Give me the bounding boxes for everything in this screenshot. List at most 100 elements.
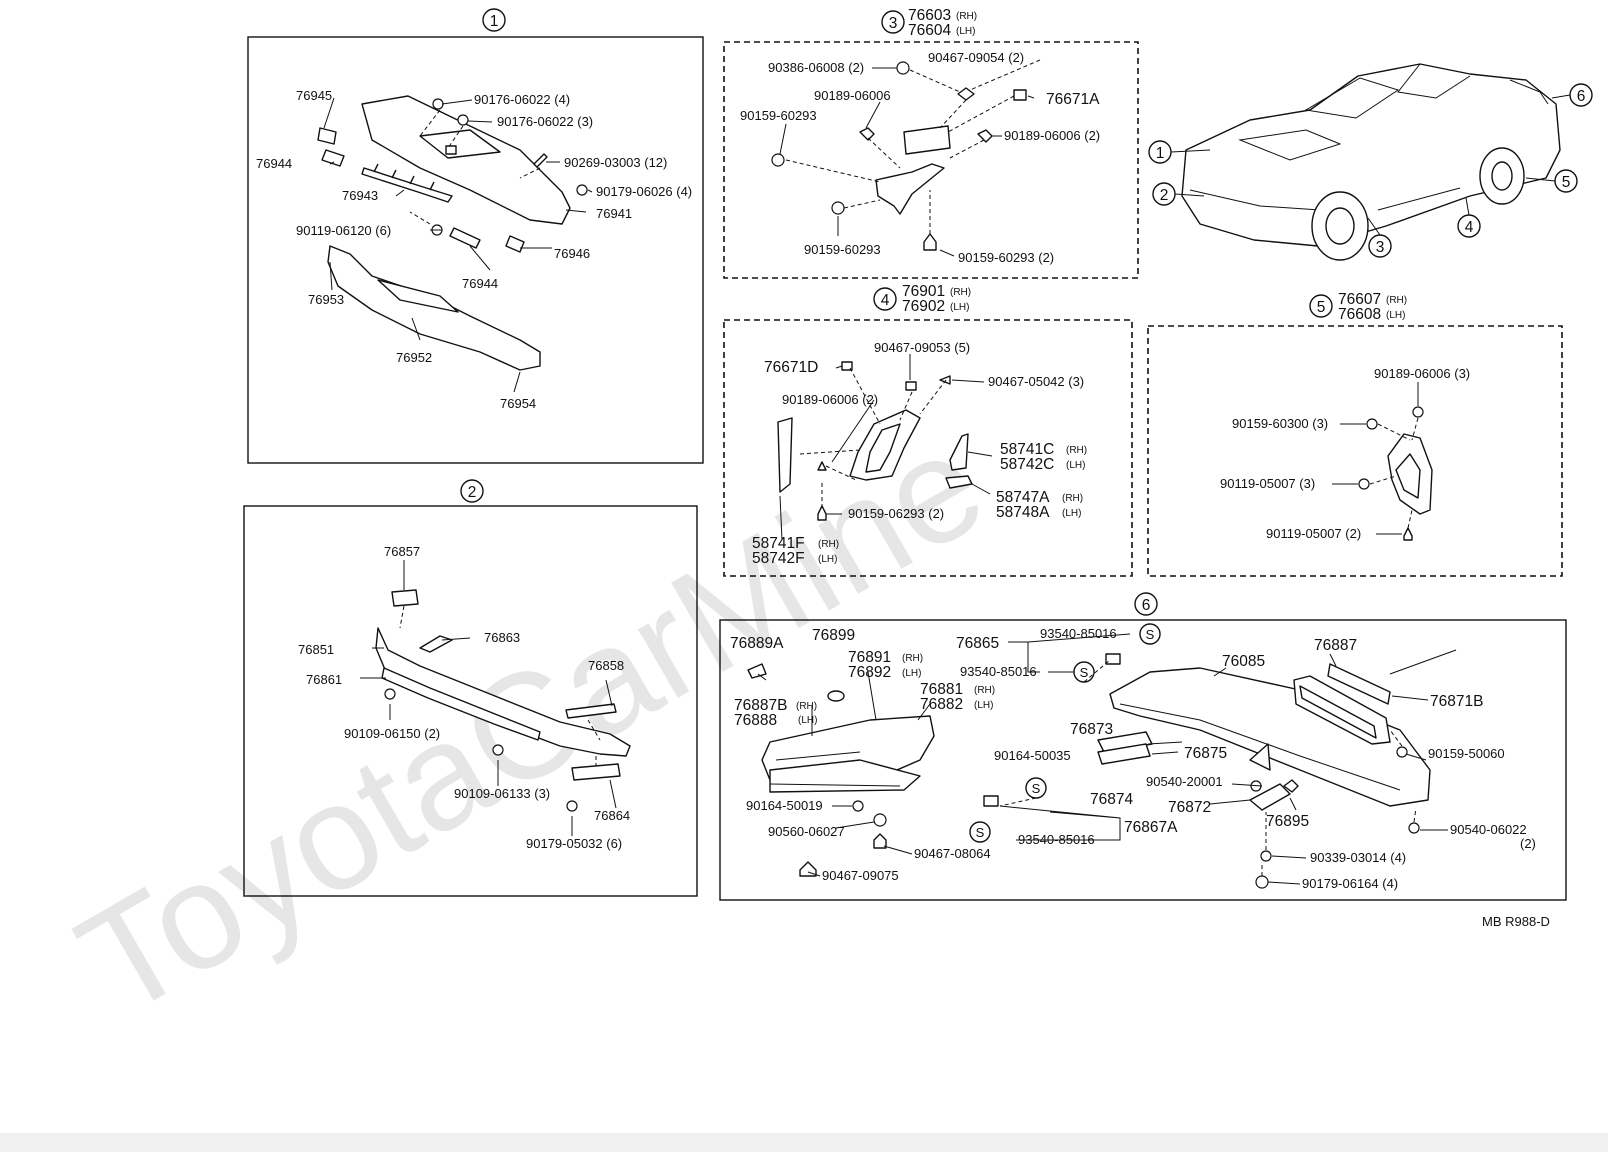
svg-text:76887B: 76887B: [734, 697, 787, 714]
callout-3: 3: [1376, 239, 1385, 256]
section-4-code-rh: 76901: [902, 283, 945, 300]
cushion-76899: [827, 690, 845, 702]
clip-76671a: [1013, 89, 1027, 101]
clip-76944-lower: [449, 227, 481, 249]
seal-mark-4-text: S: [976, 825, 985, 840]
section-4-frame: [723, 319, 1133, 577]
svg-text:90467-09054 (2): 90467-09054 (2): [928, 50, 1024, 65]
windshield: [1304, 77, 1400, 119]
section-5-frame: [1147, 325, 1563, 577]
svg-text:76864: 76864: [594, 808, 630, 823]
section-6: 6 S S S: [719, 592, 1567, 901]
molding-58741f: [777, 417, 793, 493]
svg-text:(RH): (RH): [1062, 493, 1083, 504]
nut-90179: [576, 184, 588, 196]
lower-spoiler-panel: [377, 279, 459, 313]
screw-90176-a: [432, 98, 444, 110]
svg-text:93540-85016: 93540-85016: [1040, 626, 1117, 641]
svg-text:90179-05032 (6): 90179-05032 (6): [526, 836, 622, 851]
footer-band: [0, 1133, 1608, 1152]
clip-90467: [957, 87, 975, 101]
svg-text:90339-03014 (4): 90339-03014 (4): [1310, 850, 1406, 865]
seal-mark-1: [1139, 623, 1161, 645]
svg-text:76889A: 76889A: [730, 635, 784, 652]
section-4: 4 76901 76902 (RH) (LH) 90467-09053 (5) …: [723, 283, 1133, 577]
svg-text:76874: 76874: [1090, 791, 1133, 808]
svg-text:90540-20001: 90540-20001: [1146, 774, 1223, 789]
svg-text:76863: 76863: [484, 630, 520, 645]
section-4-number: 4: [881, 292, 890, 309]
svg-text:(RH): (RH): [796, 701, 817, 712]
svg-text:76891: 76891: [848, 649, 891, 666]
svg-text:76857: 76857: [384, 544, 420, 559]
clip-90467-09053: [905, 381, 917, 391]
svg-text:76865: 76865: [956, 635, 999, 652]
svg-text:90159-50060: 90159-50060: [1428, 746, 1505, 761]
section-2-number: 2: [468, 484, 477, 501]
svg-text:58742F: 58742F: [752, 550, 805, 567]
front-wheel-hub: [1325, 207, 1355, 245]
svg-text:76899: 76899: [812, 627, 855, 644]
section-1-labels: 76945 90176-06022 (4) 90176-06022 (3) 76…: [256, 88, 692, 411]
bolt-90109-b: [492, 744, 504, 756]
svg-text:(LH): (LH): [798, 715, 817, 726]
clip-90386: [896, 61, 910, 75]
bracket-76865: [1105, 653, 1121, 665]
nut-90179-05032: [566, 800, 578, 812]
svg-text:90159-06293 (2): 90159-06293 (2): [848, 506, 944, 521]
section-4-number-circle: [873, 287, 897, 311]
svg-text:76944: 76944: [256, 156, 292, 171]
seal-mark-3-text: S: [1032, 781, 1041, 796]
svg-text:(2): (2): [1520, 836, 1536, 851]
section-3-frame: [723, 41, 1139, 279]
screw-90159-50060: [1396, 746, 1408, 758]
section-4-tag-rh: (RH): [950, 287, 971, 298]
svg-text:58741C: 58741C: [1000, 441, 1054, 458]
svg-text:90269-03003 (12): 90269-03003 (12): [564, 155, 667, 170]
svg-text:90179-06164 (4): 90179-06164 (4): [1302, 876, 1398, 891]
rear-spoiler: [1509, 79, 1549, 105]
stop-lamp-lens: [1299, 685, 1377, 739]
stop-lamp-cover-76871b: [1327, 663, 1391, 705]
section-3-code-lh: 76604: [908, 22, 951, 39]
screw-90176-b: [457, 114, 469, 126]
svg-text:90159-60300 (3): 90159-60300 (3): [1232, 416, 1328, 431]
svg-text:76671D: 76671D: [764, 359, 818, 376]
garnish-76874: [1097, 743, 1151, 765]
svg-text:76945: 76945: [296, 88, 332, 103]
svg-text:90189-06006: 90189-06006: [814, 88, 891, 103]
svg-text:90159-60293: 90159-60293: [804, 242, 881, 257]
section-3-labels: 90467-09054 (2) 90386-06008 (2) 76671A 9…: [740, 50, 1100, 265]
bolt-90109-a: [384, 688, 396, 700]
svg-text:90164-50019: 90164-50019: [746, 798, 823, 813]
section-5-tag-rh: (RH): [1386, 295, 1407, 306]
svg-text:90176-06022 (3): 90176-06022 (3): [497, 114, 593, 129]
svg-text:76892: 76892: [848, 664, 891, 681]
clip-90189: [859, 127, 875, 141]
section-6-labels: 76889A 76899 76891 76892 (RH) (LH) 76865…: [730, 626, 1536, 891]
screw-90159-c: [923, 233, 937, 251]
svg-text:(LH): (LH): [1062, 508, 1081, 519]
screw-90159-60300: [1366, 418, 1378, 430]
section-2-number-circle: [460, 479, 484, 503]
svg-text:(LH): (LH): [818, 554, 837, 565]
svg-text:90109-06150 (2): 90109-06150 (2): [344, 726, 440, 741]
svg-text:90467-09075: 90467-09075: [822, 868, 899, 883]
mudguard-inner: [1395, 453, 1421, 499]
section-1-number-circle: [482, 8, 506, 32]
svg-text:58748A: 58748A: [996, 504, 1050, 521]
rear-spoiler-76085: [1109, 667, 1431, 807]
screw-90467-05042: [939, 375, 951, 385]
side-skirt: [1377, 187, 1461, 211]
section-5-number-circle: [1309, 294, 1333, 318]
bracket-76943: [361, 167, 453, 203]
bracket-lower: [875, 163, 945, 215]
bracket-76864: [571, 763, 621, 781]
svg-text:93540-85016: 93540-85016: [960, 664, 1037, 679]
svg-text:76943: 76943: [342, 188, 378, 203]
svg-text:90119-06120 (6): 90119-06120 (6): [296, 223, 391, 238]
clip-76945: [317, 127, 337, 145]
section-5-code-lh: 76608: [1338, 306, 1381, 323]
svg-text:76858: 76858: [588, 658, 624, 673]
section-5-number: 5: [1317, 299, 1326, 316]
